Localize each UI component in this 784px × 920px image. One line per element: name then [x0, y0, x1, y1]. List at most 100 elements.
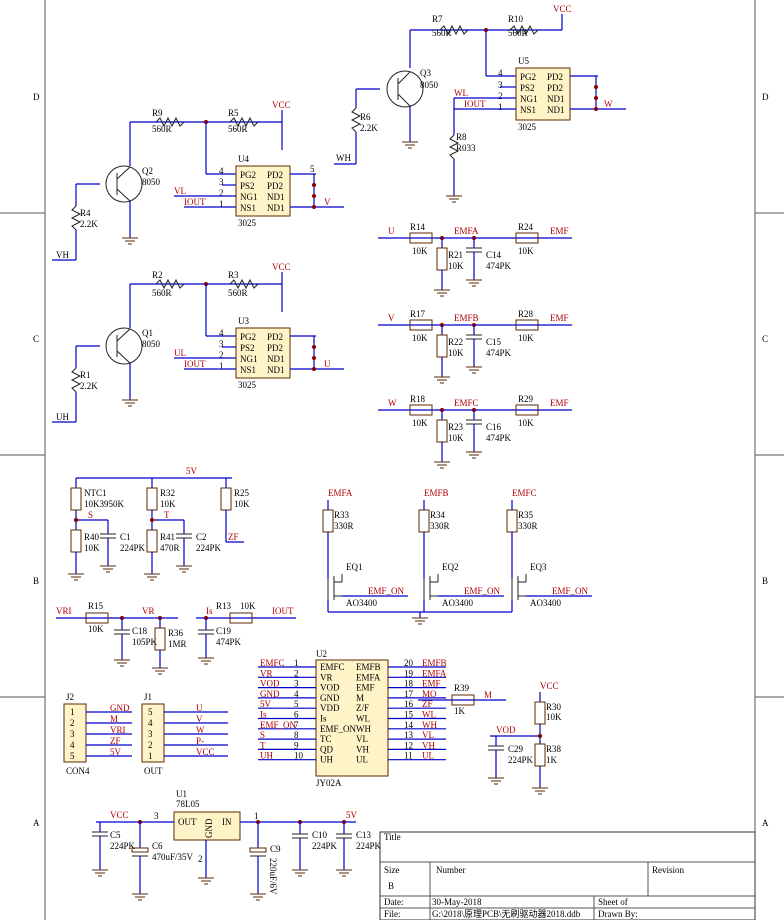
emf-net: EMFB [454, 313, 479, 323]
emf-input-net: V [388, 313, 395, 323]
phase-w-driver: VCC R7 560R R10 560R Q3 8050 R6 2.2K WH … [334, 4, 626, 203]
u2-left-pin-number: 1 [294, 658, 299, 668]
c9-ref: C9 [270, 844, 281, 854]
pin-number: 1 [219, 199, 224, 209]
emf-rg-val: 10K [448, 261, 464, 271]
transistor-q3 [386, 70, 424, 108]
vh-net: VH [56, 250, 69, 260]
emf-r2-ref: R28 [518, 309, 534, 319]
u2-right-pin-number: 15 [404, 710, 414, 720]
mos-ref: EQ2 [442, 562, 459, 572]
u2-right-pin-number: 13 [404, 730, 414, 740]
u2-left-pin: UH [320, 755, 333, 765]
j2-net: 5V [110, 747, 122, 757]
pin-number: 2 [498, 91, 503, 101]
vcc-label: VCC [110, 810, 129, 820]
mos-net: EMFA [328, 488, 353, 498]
u2-left-pin: EMF_ON [320, 724, 357, 734]
zf-net: ZF [228, 532, 239, 542]
u2-right-pin-number: 18 [404, 679, 414, 689]
u2-right-pin: Z/F [356, 703, 369, 713]
u2-left-pin-number: 4 [294, 689, 299, 699]
vcc-label: VCC [540, 681, 559, 691]
u2-left-pin-number: 8 [294, 730, 299, 740]
phase-u-driver: VCC R2 560R R3 560R Q1 8050 R1 2.2K UH U… [52, 262, 344, 423]
c2-val: 224PK [196, 543, 222, 553]
j2-net: VRI [110, 725, 126, 735]
u2-left-pin: VOD [320, 683, 340, 693]
chip-u3 [235, 327, 291, 379]
iout-net: IOUT [272, 606, 294, 616]
u3-pin: ND1 [267, 354, 285, 364]
r10-ref: R10 [508, 14, 524, 24]
is-net: Is [206, 606, 213, 616]
u5-pin: ND1 [547, 94, 565, 104]
file-value: G:\2018\原理PCB\无刷驱动器2018.ddb [432, 909, 581, 919]
c13-ref: C13 [356, 830, 372, 840]
regulator-u1 [173, 811, 241, 841]
t-net: T [164, 510, 170, 520]
emf-series-resistor [409, 404, 433, 416]
revision-label: Revision [652, 865, 685, 875]
regulator-section: U1 78L05 OUT IN GND 3 1 2 VCC 5V C5 224P… [92, 789, 382, 901]
mos-net: EMFB [424, 488, 449, 498]
emf-net: EMFC [454, 398, 479, 408]
r32-val: 10K [160, 499, 176, 509]
j2-net: M [110, 714, 118, 724]
r39-ref: R39 [454, 683, 470, 693]
u2-right-net: VL [422, 730, 434, 740]
r41-val: 470R [160, 543, 180, 553]
m-net: M [484, 690, 492, 700]
vcc-label: VCC [272, 262, 291, 272]
u2-left-pin: VR [320, 672, 333, 682]
emf-output-net: EMF [550, 398, 569, 408]
zone-label-right: D [762, 92, 769, 102]
zone-label-right: A [762, 818, 769, 828]
u4-pin: PD2 [267, 170, 283, 180]
u4-pin: PS2 [240, 181, 255, 191]
j2-pin-number: 5 [70, 751, 75, 761]
emf-r2-val: 10K [518, 333, 534, 343]
v5-label: 5V [346, 810, 358, 820]
c6-ref: C6 [152, 841, 163, 851]
emf-r1-ref: R18 [410, 394, 426, 404]
u2-left-net: VR [260, 668, 273, 678]
u2-right-net: EMFA [422, 668, 447, 678]
drawn-label: Drawn By: [598, 909, 638, 919]
u1-part: 78L05 [176, 799, 200, 809]
mos-r-val: 330R [334, 521, 354, 531]
pin-number: 1 [219, 361, 224, 371]
j2-pin-number: 2 [70, 718, 75, 728]
q3-val: 8050 [420, 80, 439, 90]
emf-output-net: EMF [550, 226, 569, 236]
r25-ref: R25 [234, 488, 250, 498]
pin-number: 2 [219, 350, 224, 360]
title-block: Title Size B Number Revision Date: 30-Ma… [379, 831, 756, 920]
u3-pin: ND1 [267, 365, 285, 375]
u2-right-net: ZF [422, 699, 433, 709]
pin-number: 4 [219, 166, 224, 176]
u2-left-pin: GND [320, 693, 340, 703]
transistor-q2 [105, 165, 143, 203]
emf-r1-val: 10K [412, 246, 428, 256]
chip-u2-body [315, 659, 389, 777]
phase-v-driver: VCC R9 560R R5 560R Q2 8050 R4 2.2K VH U… [52, 100, 344, 261]
j1-ref: J1 [144, 692, 152, 702]
mos-net: EMFC [512, 488, 537, 498]
resistor-r10 [509, 24, 539, 36]
u2-left-net: S [260, 730, 265, 740]
c29-val: 224PK [508, 755, 534, 765]
u2-left-pin-number: 9 [294, 740, 299, 750]
zone-label-left: C [33, 334, 39, 344]
u5-pin: PS2 [520, 83, 535, 93]
vcc-label: VCC [553, 4, 572, 14]
ntc1-ref: NTC1 [84, 488, 107, 498]
r38-ref: R38 [546, 744, 562, 754]
zone-label-right: C [762, 334, 768, 344]
zone-label-left: A [33, 818, 40, 828]
mos-control-net: EMF_ON [552, 586, 589, 596]
r6-ref: R6 [360, 112, 371, 122]
u2-right-pin-number: 20 [404, 658, 414, 668]
u2-left-pin-number: 7 [294, 720, 299, 730]
